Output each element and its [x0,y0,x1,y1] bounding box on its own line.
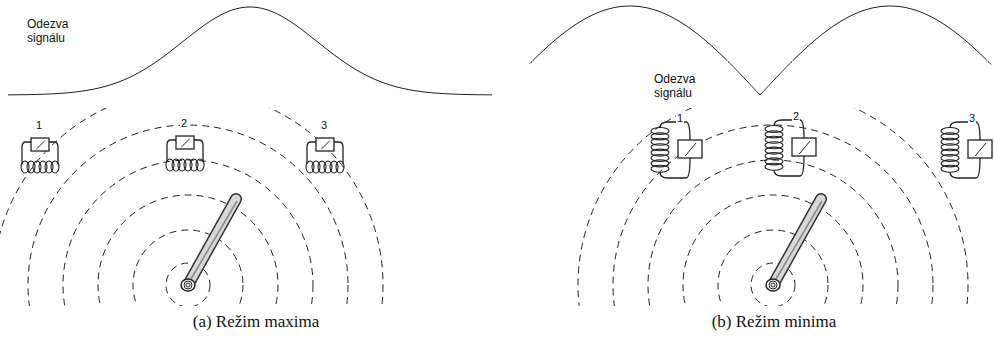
response-curve [8,7,492,95]
field-lines [578,108,968,306]
sensor-coil-horizontal [166,136,204,171]
signal-response-label: Odezva signálu [26,18,78,46]
sensor-number: 2 [180,117,188,130]
subfigure-caption: (a) Režim maxima [192,312,321,332]
cable [766,199,822,291]
sensor-number: 3 [968,112,976,125]
field-lines [0,108,383,306]
cable [181,199,237,291]
sensor-coil-vertical [765,120,816,176]
sensor-coil-vertical [651,122,702,178]
sensor-number: 1 [676,112,684,125]
sensor-coil-vertical [941,122,992,178]
subfigure-caption: (b) Režim minima [711,312,838,332]
sensor-number: 3 [320,119,328,132]
sensor-coil-horizontal [21,138,59,173]
sensor-number: 2 [792,110,800,123]
sensor-number: 1 [35,119,43,132]
signal-response-label: Odezva signálu [653,73,705,101]
sensor-coil-horizontal [306,138,344,173]
response-curve [530,6,991,95]
